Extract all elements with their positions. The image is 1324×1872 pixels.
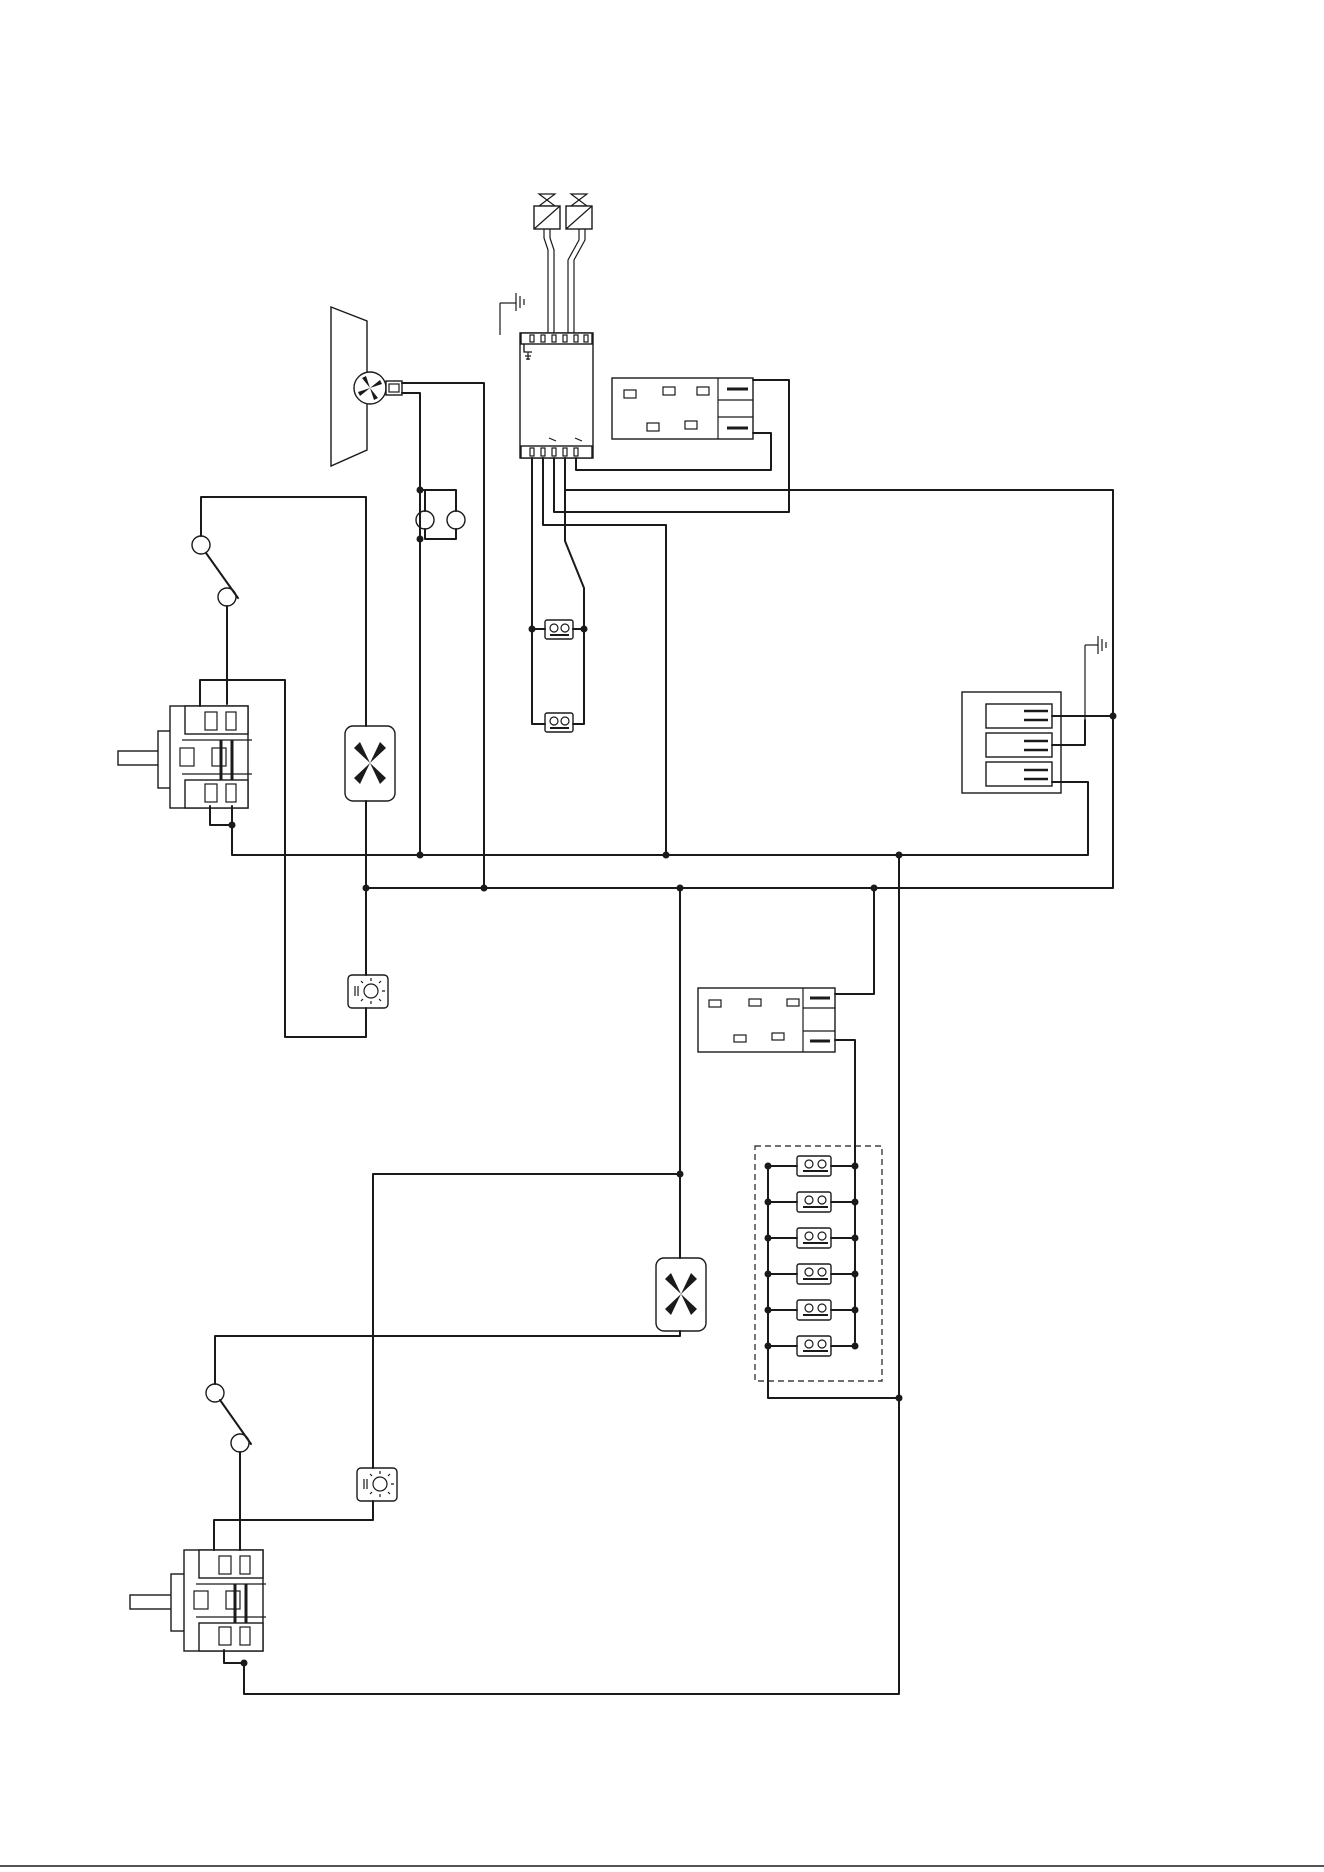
ignition-module <box>520 333 593 458</box>
oven-lamp-upper <box>348 975 388 1008</box>
push-switch-icon <box>765 1192 859 1212</box>
fan-lower <box>656 1258 706 1331</box>
fan-upper <box>345 726 395 801</box>
solenoid-valve-icon <box>534 194 560 229</box>
oven-lamp-lower <box>357 1468 397 1501</box>
door-switch-upper <box>192 536 238 606</box>
terminal-block-lower <box>698 988 835 1052</box>
thermostat-lower <box>130 1550 266 1651</box>
mains-terminal-block <box>962 692 1061 793</box>
push-switch-icon <box>765 1336 859 1356</box>
terminal-block-upper <box>612 378 753 439</box>
earth-icon <box>500 293 524 335</box>
ignition-switch-2 <box>545 713 573 732</box>
cooling-fan-motor <box>331 307 402 466</box>
push-switch-group <box>765 1156 859 1356</box>
thermostat-upper <box>118 706 252 808</box>
push-switch-icon <box>765 1228 859 1248</box>
ignition-switch-1 <box>545 620 573 639</box>
solenoid-valve-icon <box>566 194 592 229</box>
push-switch-icon <box>765 1156 859 1176</box>
wires <box>200 344 1113 1694</box>
junction-dot <box>852 1343 859 1350</box>
push-switch-icon <box>765 1300 859 1320</box>
door-switch-lower <box>206 1384 251 1452</box>
capacitor-pair <box>416 511 465 529</box>
push-switch-icon <box>765 1264 859 1284</box>
earth-icon <box>1085 636 1106 720</box>
